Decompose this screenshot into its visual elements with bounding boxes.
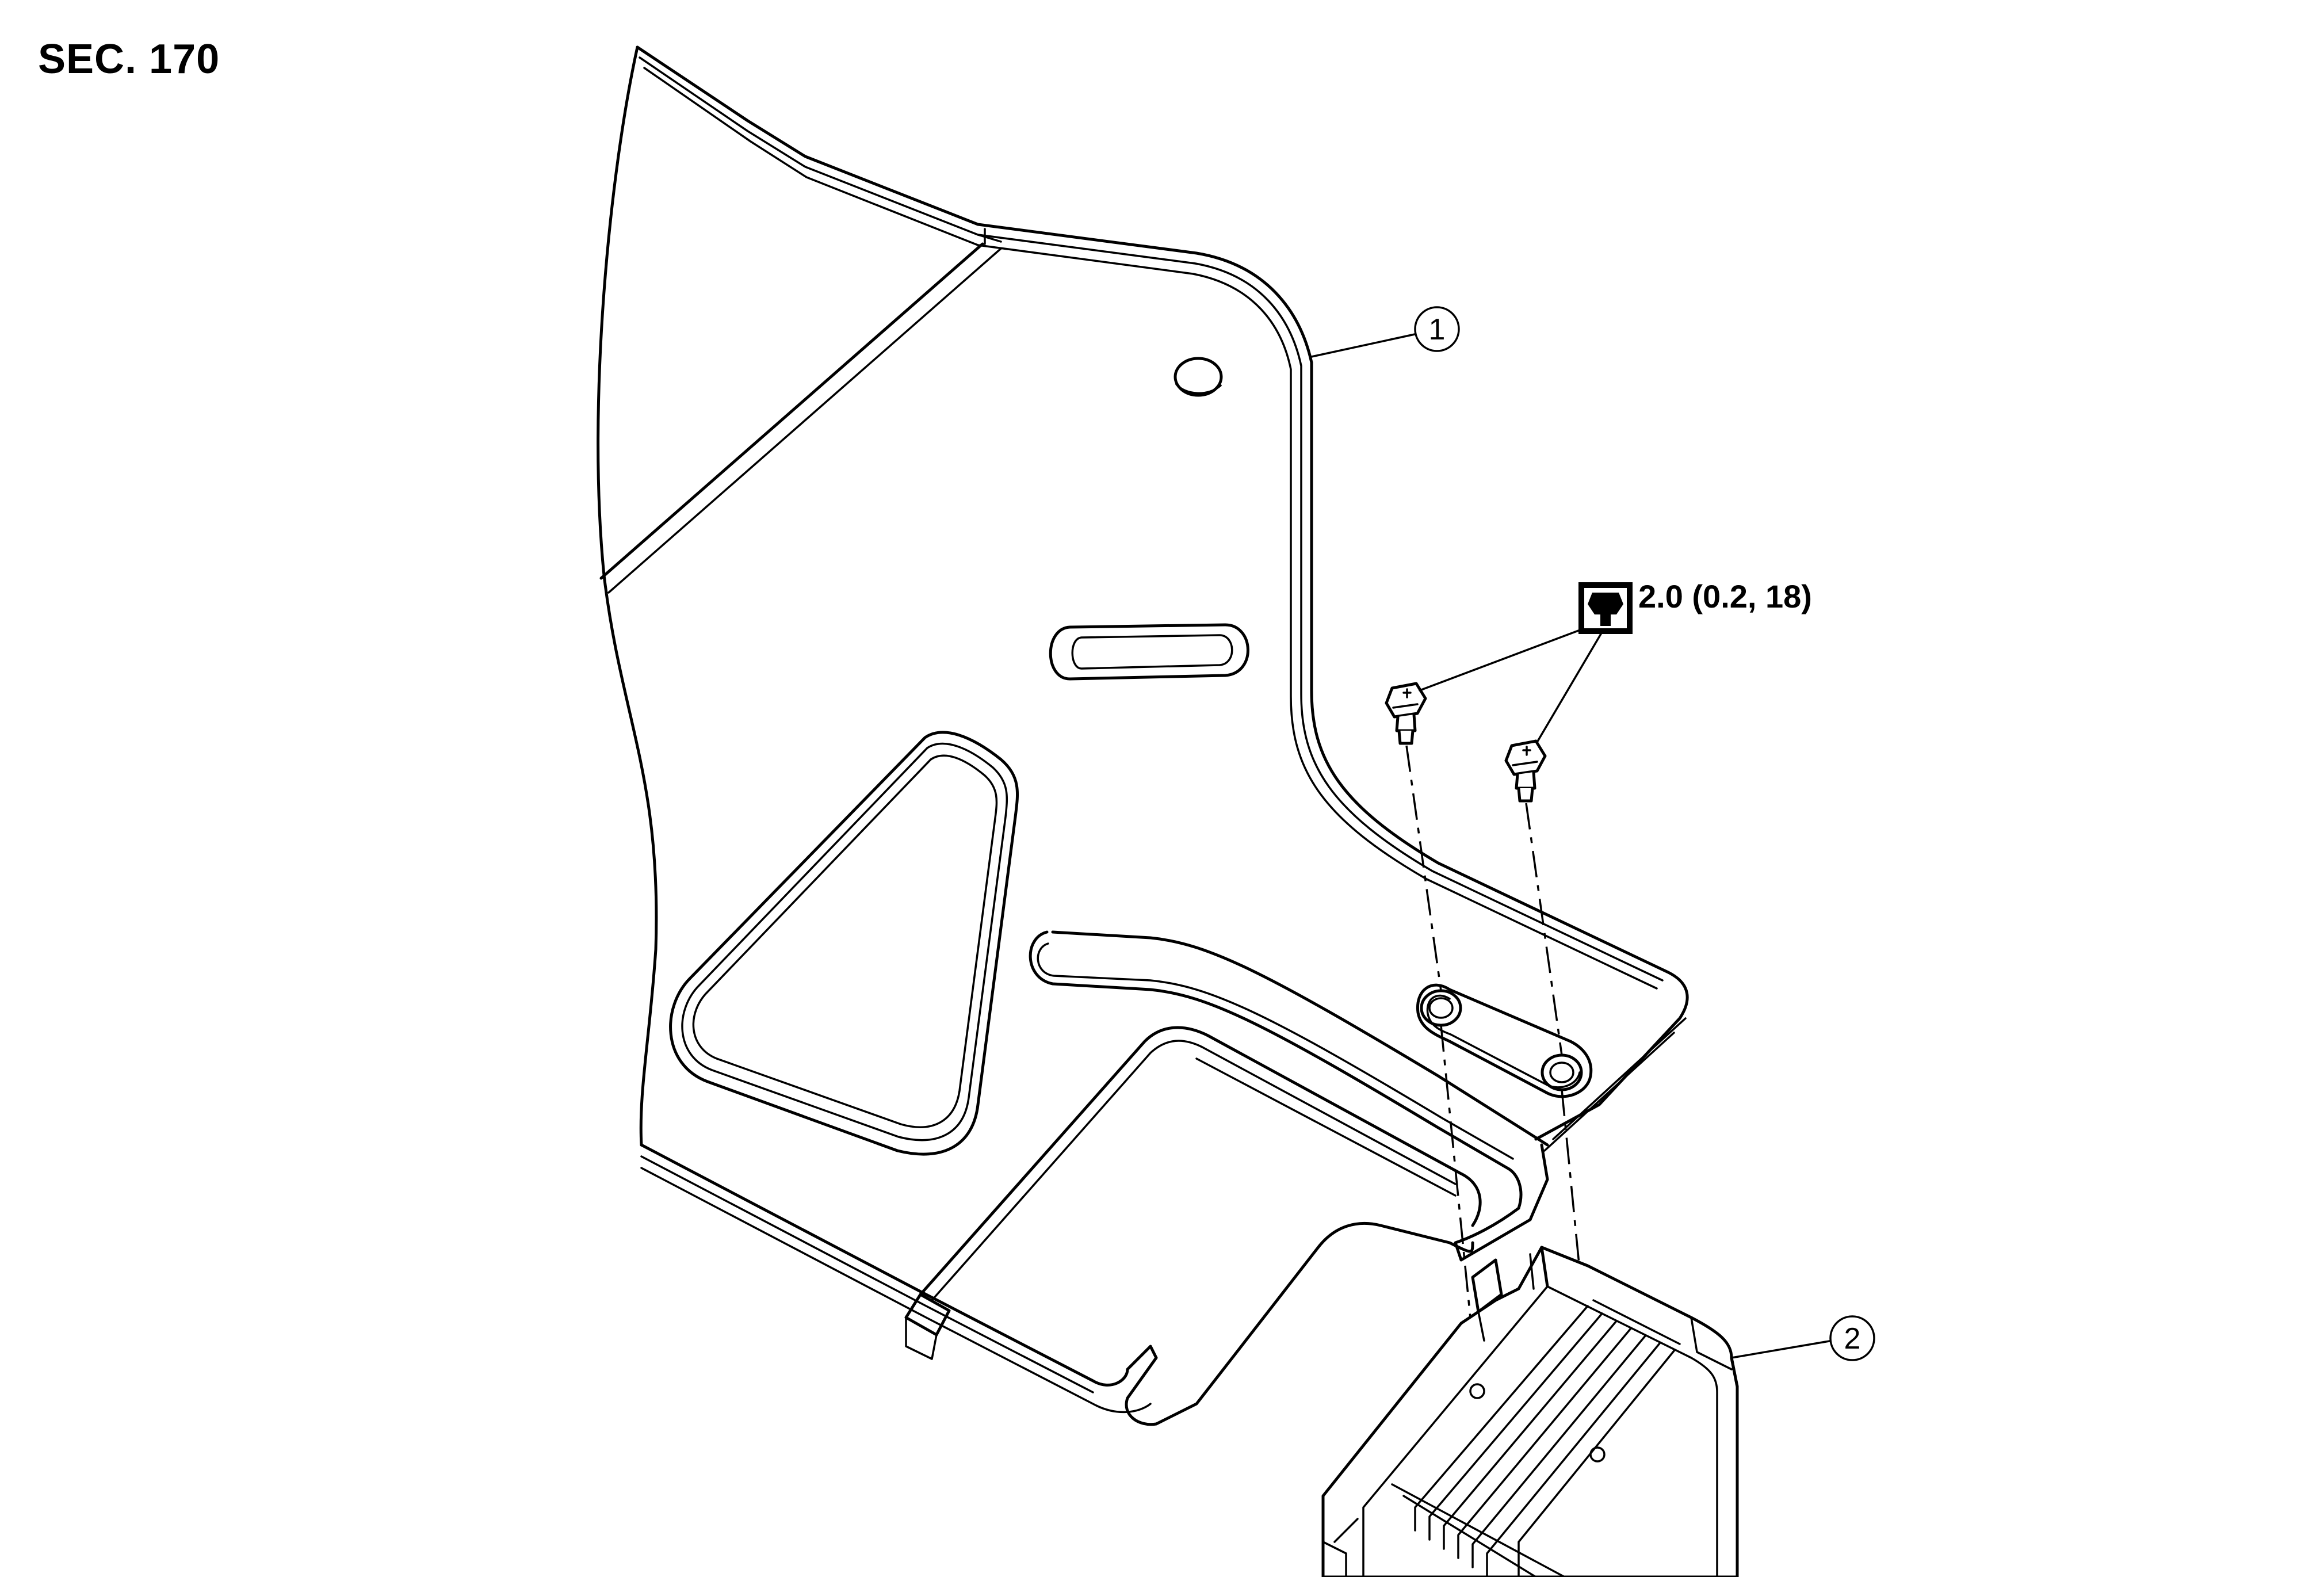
torque-spec-label: 2.0 (0.2, 18) [1638,578,1812,614]
amplifier-unit [1321,1246,1739,1577]
screw-1 [1385,682,1427,745]
section-label: SEC. 170 [38,36,220,82]
torque-leaders [1419,626,1606,743]
callout-1: 1 [1310,306,1460,358]
callout-2: 2 [1730,1315,1875,1361]
callout-1-number: 1 [1429,313,1446,346]
torque-wrench-icon [1578,582,1633,634]
callout-2-number: 2 [1844,1322,1861,1355]
screw-2 [1504,739,1547,803]
inner-panel [597,45,1689,1426]
